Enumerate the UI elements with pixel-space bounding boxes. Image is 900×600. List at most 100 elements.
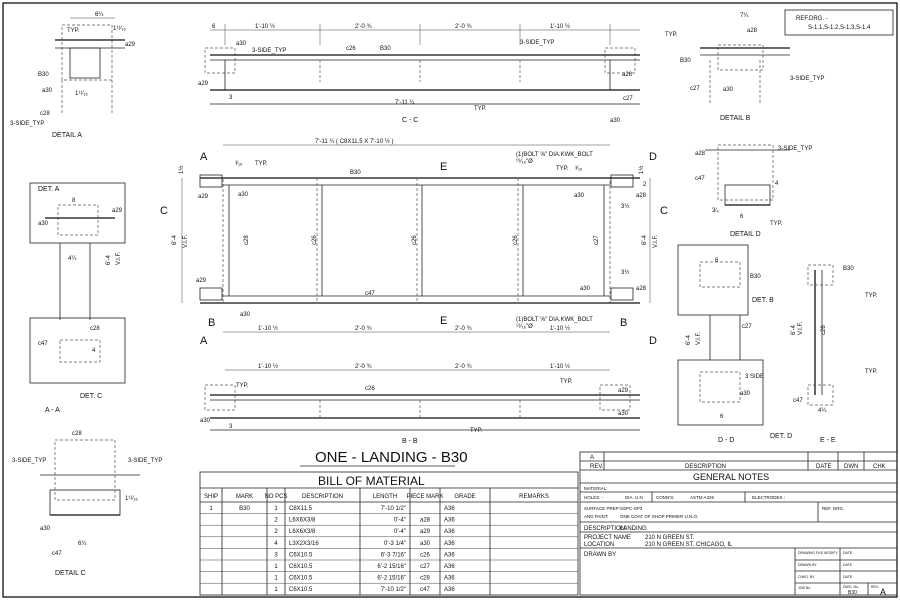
drawing-annotation: c28 — [72, 431, 82, 437]
drawing-linework — [677, 244, 749, 316]
drawing-annotation: MATERIAL: — [584, 486, 607, 491]
bom-cell: 7'-10 1/2" — [381, 506, 406, 512]
drawing-annotation: DET. A — [38, 186, 60, 193]
drawing-annotation: 6'-4 — [791, 325, 797, 335]
drawing-linework — [807, 384, 834, 406]
drawing-annotation: a28 — [695, 151, 706, 157]
bom-cell: C6X10.5 — [289, 576, 313, 582]
drawing-annotation: SSPC-SP3 — [620, 506, 643, 511]
drawing-annotation: TYP. — [770, 221, 783, 227]
drawing-annotation: BILL OF MATERIAL — [318, 474, 425, 488]
drawing-annotation: 6'-4 — [106, 255, 112, 265]
bom-header: MARK — [236, 494, 253, 500]
bom-cell: 0'-3 1/4" — [384, 541, 406, 547]
drawing-annotation: E — [440, 161, 447, 173]
drawing-annotation: ONE COAT OF SHOP PRIMER U.N.O. — [620, 514, 698, 519]
bom-header: REMARKS — [519, 494, 549, 500]
drawing-annotation: REF.DRG. - — [796, 16, 828, 22]
drawing-annotation: a29 — [125, 42, 136, 48]
drawing-annotation: 1¹¹⁄₁₆ — [75, 91, 88, 97]
drawing-annotation: ¹⁹⁄₁₆"Ø — [516, 158, 533, 165]
bom-cell: A36 — [444, 576, 455, 582]
bom-cell: 6'-3 7/16" — [381, 552, 406, 558]
drawing-annotation: 3-SIDE_TYP — [252, 48, 286, 54]
bom-cell: 1 — [274, 564, 278, 570]
drawing-annotation: a28 — [636, 193, 647, 199]
bom-cell: 0'-4" — [394, 518, 406, 524]
bom-cell: C6X10.5 — [289, 564, 313, 570]
bom-cell: A36 — [444, 541, 455, 547]
drawing-annotation: HOLES: - — [584, 495, 604, 500]
bom-cell: 6'-2 15/16" — [377, 576, 406, 582]
bom-cell: A36 — [444, 564, 455, 570]
drawing-annotation: TYP. — [560, 379, 573, 385]
drawing-linework — [717, 44, 764, 71]
drawing-linework — [610, 287, 634, 301]
drawing-annotation: DET. B — [752, 297, 774, 304]
drawing-annotation: TYP. — [865, 293, 878, 299]
section-d-d: DET. B 6 B30 c27 6'-4 V.I.F. 3 SIDE a30 … — [677, 244, 792, 444]
bom-header: DESCRIPTION — [302, 494, 343, 500]
drawing-annotation: 2'-0 ¾ — [355, 24, 372, 30]
section-c-c: 1'-10 ½ 2'-0 ¾ 2'-0 ¾ 1'-10 ½ 6 c26 B30 … — [198, 23, 640, 124]
drawing-annotation: 210 N GREEN ST. CHICAGO, IL — [645, 542, 733, 548]
drawing-annotation: 8 — [72, 198, 76, 204]
drawing-annotation: 6'-4 — [642, 235, 648, 245]
drawing-annotation: 6 — [720, 414, 724, 420]
drawing-annotation: TYP. — [470, 428, 483, 434]
drawing-linework — [204, 47, 236, 74]
drawing-annotation: TYP. — [665, 32, 678, 38]
drawing-title: ONE - LANDING - B30 — [315, 449, 468, 466]
drawing-annotation: 3½ — [621, 269, 629, 276]
drawing-annotation: c26 — [365, 386, 375, 392]
drawing-annotation: PROJECT NAME — [584, 535, 631, 541]
drawing-linework — [199, 174, 223, 188]
drawing-annotation: a29 — [618, 388, 629, 394]
drawing-linework — [717, 144, 774, 201]
drawing-annotation: 4 — [92, 348, 96, 354]
bom-cell: a29 — [420, 529, 431, 535]
drawing-annotation: A — [880, 587, 886, 597]
drawing-annotation: a29 — [198, 194, 209, 200]
drawing-annotation: TYP. — [236, 383, 249, 389]
drawing-annotation: 3-SIDE_TYP — [520, 40, 554, 46]
section-b-b-label: B - B — [402, 438, 418, 445]
bom-cell: 7'-10 1/2" — [381, 587, 406, 593]
bom-cell: 1 — [274, 506, 278, 512]
drawing-annotation: DET. C — [80, 393, 102, 400]
drawing-annotation: a29 — [196, 278, 207, 284]
bom-header: GRADE — [454, 494, 475, 500]
drawing-annotation: DATE — [843, 551, 853, 555]
drawing-annotation: REV. — [590, 464, 604, 470]
overall-dimension: 7'-11 ¼ ( C8X11.5 X 7'-10 ½ ) — [315, 138, 393, 145]
drawing-annotation: B30 — [350, 170, 361, 176]
drawing-annotation: AND PAINT: — [584, 514, 608, 519]
detail-b-label: DETAIL B — [720, 115, 751, 122]
drawing-annotation: a30 — [40, 526, 51, 532]
drawing-annotation: c26 — [312, 235, 318, 245]
drawing-annotation: 2'-0 ¾ — [455, 326, 472, 332]
drawing-linework — [204, 384, 236, 411]
drawing-annotation: c28 — [90, 326, 100, 332]
drawing-annotation: CHK — [873, 464, 886, 470]
drawing-linework — [579, 451, 898, 596]
drawing-annotation: 7¼ — [740, 13, 749, 19]
drawing-annotation: 1¹¹⁄₁₆ — [113, 26, 126, 32]
drawing-annotation: c47 — [38, 341, 48, 347]
drawing-annotation: A — [200, 151, 208, 163]
drawing-annotation: 1'-10 ½ — [550, 325, 570, 332]
drawing-linework — [610, 174, 634, 188]
detail-d-label: DETAIL D — [730, 231, 761, 238]
drawing-annotation: TYP. — [865, 369, 878, 375]
drawing-annotation: 1'-10 ½ — [255, 23, 275, 30]
drawing-annotation: DESCRIPTION: — [584, 526, 627, 532]
bom-cell: 1 — [274, 576, 278, 582]
drawing-annotation: c26 — [412, 235, 418, 245]
drawing-annotation: 3 — [229, 95, 233, 101]
drawing-annotation: 6'-4 — [686, 335, 692, 345]
